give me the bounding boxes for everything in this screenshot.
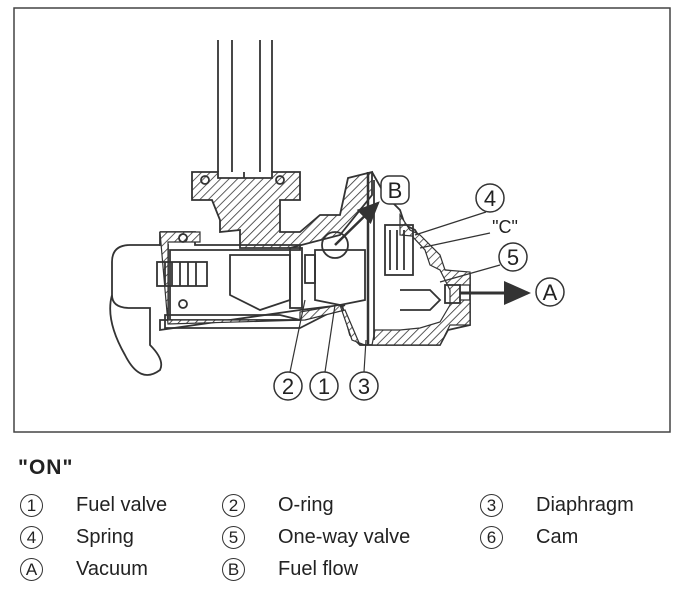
legend-item: 6 Cam (480, 526, 578, 549)
legend-key: A (20, 558, 43, 581)
callout-b-box (380, 175, 410, 205)
callout-b: B (388, 178, 403, 203)
legend-label: O-ring (278, 494, 334, 516)
legend-item: 4 Spring (20, 526, 134, 549)
fuel-valve-cross-section: 2 1 3 4 5 A B "C" (13, 7, 671, 433)
legend-label: One-way valve (278, 526, 411, 548)
legend-key: 4 (20, 526, 43, 549)
callout-c: "C" (492, 217, 518, 237)
legend-key: 3 (480, 494, 503, 517)
legend-item: 5 One-way valve (222, 526, 410, 549)
callout-3-circle (349, 371, 379, 401)
callout-a: A (543, 280, 558, 305)
legend-key: 2 (222, 494, 245, 517)
callout-1: 1 (318, 374, 330, 399)
legend-label: Spring (76, 526, 134, 548)
legend-item: A Vacuum (20, 558, 148, 581)
callout-2-circle (273, 371, 303, 401)
callout-1-circle (309, 371, 339, 401)
valve-body (109, 40, 471, 376)
legend-label: Fuel flow (278, 558, 359, 580)
legend-label: Vacuum (76, 558, 148, 580)
legend-item: 3 Diaphragm (480, 494, 634, 517)
leader-lines (289, 211, 501, 373)
legend-title: "ON" (18, 456, 74, 479)
legend-item: 1 Fuel valve (20, 494, 167, 517)
callout-a-circle (535, 277, 565, 307)
legend-item: B Fuel flow (222, 558, 358, 581)
figure-frame (13, 7, 671, 433)
legend-label: Cam (536, 526, 579, 548)
legend-label: Diaphragm (536, 494, 634, 516)
callout-4-circle (475, 183, 505, 213)
legend-label: Fuel valve (76, 494, 168, 516)
callout-3: 3 (358, 374, 370, 399)
callout-5-circle (498, 242, 528, 272)
legend-key: B (222, 558, 245, 581)
legend-key: 6 (480, 526, 503, 549)
legend-key: 1 (20, 494, 43, 517)
callout-4: 4 (484, 186, 496, 211)
legend-key: 5 (222, 526, 245, 549)
callout-2: 2 (282, 374, 294, 399)
callout-5: 5 (507, 245, 519, 270)
legend-item: 2 O-ring (222, 494, 334, 517)
fuel-flow-arrow (334, 201, 380, 246)
